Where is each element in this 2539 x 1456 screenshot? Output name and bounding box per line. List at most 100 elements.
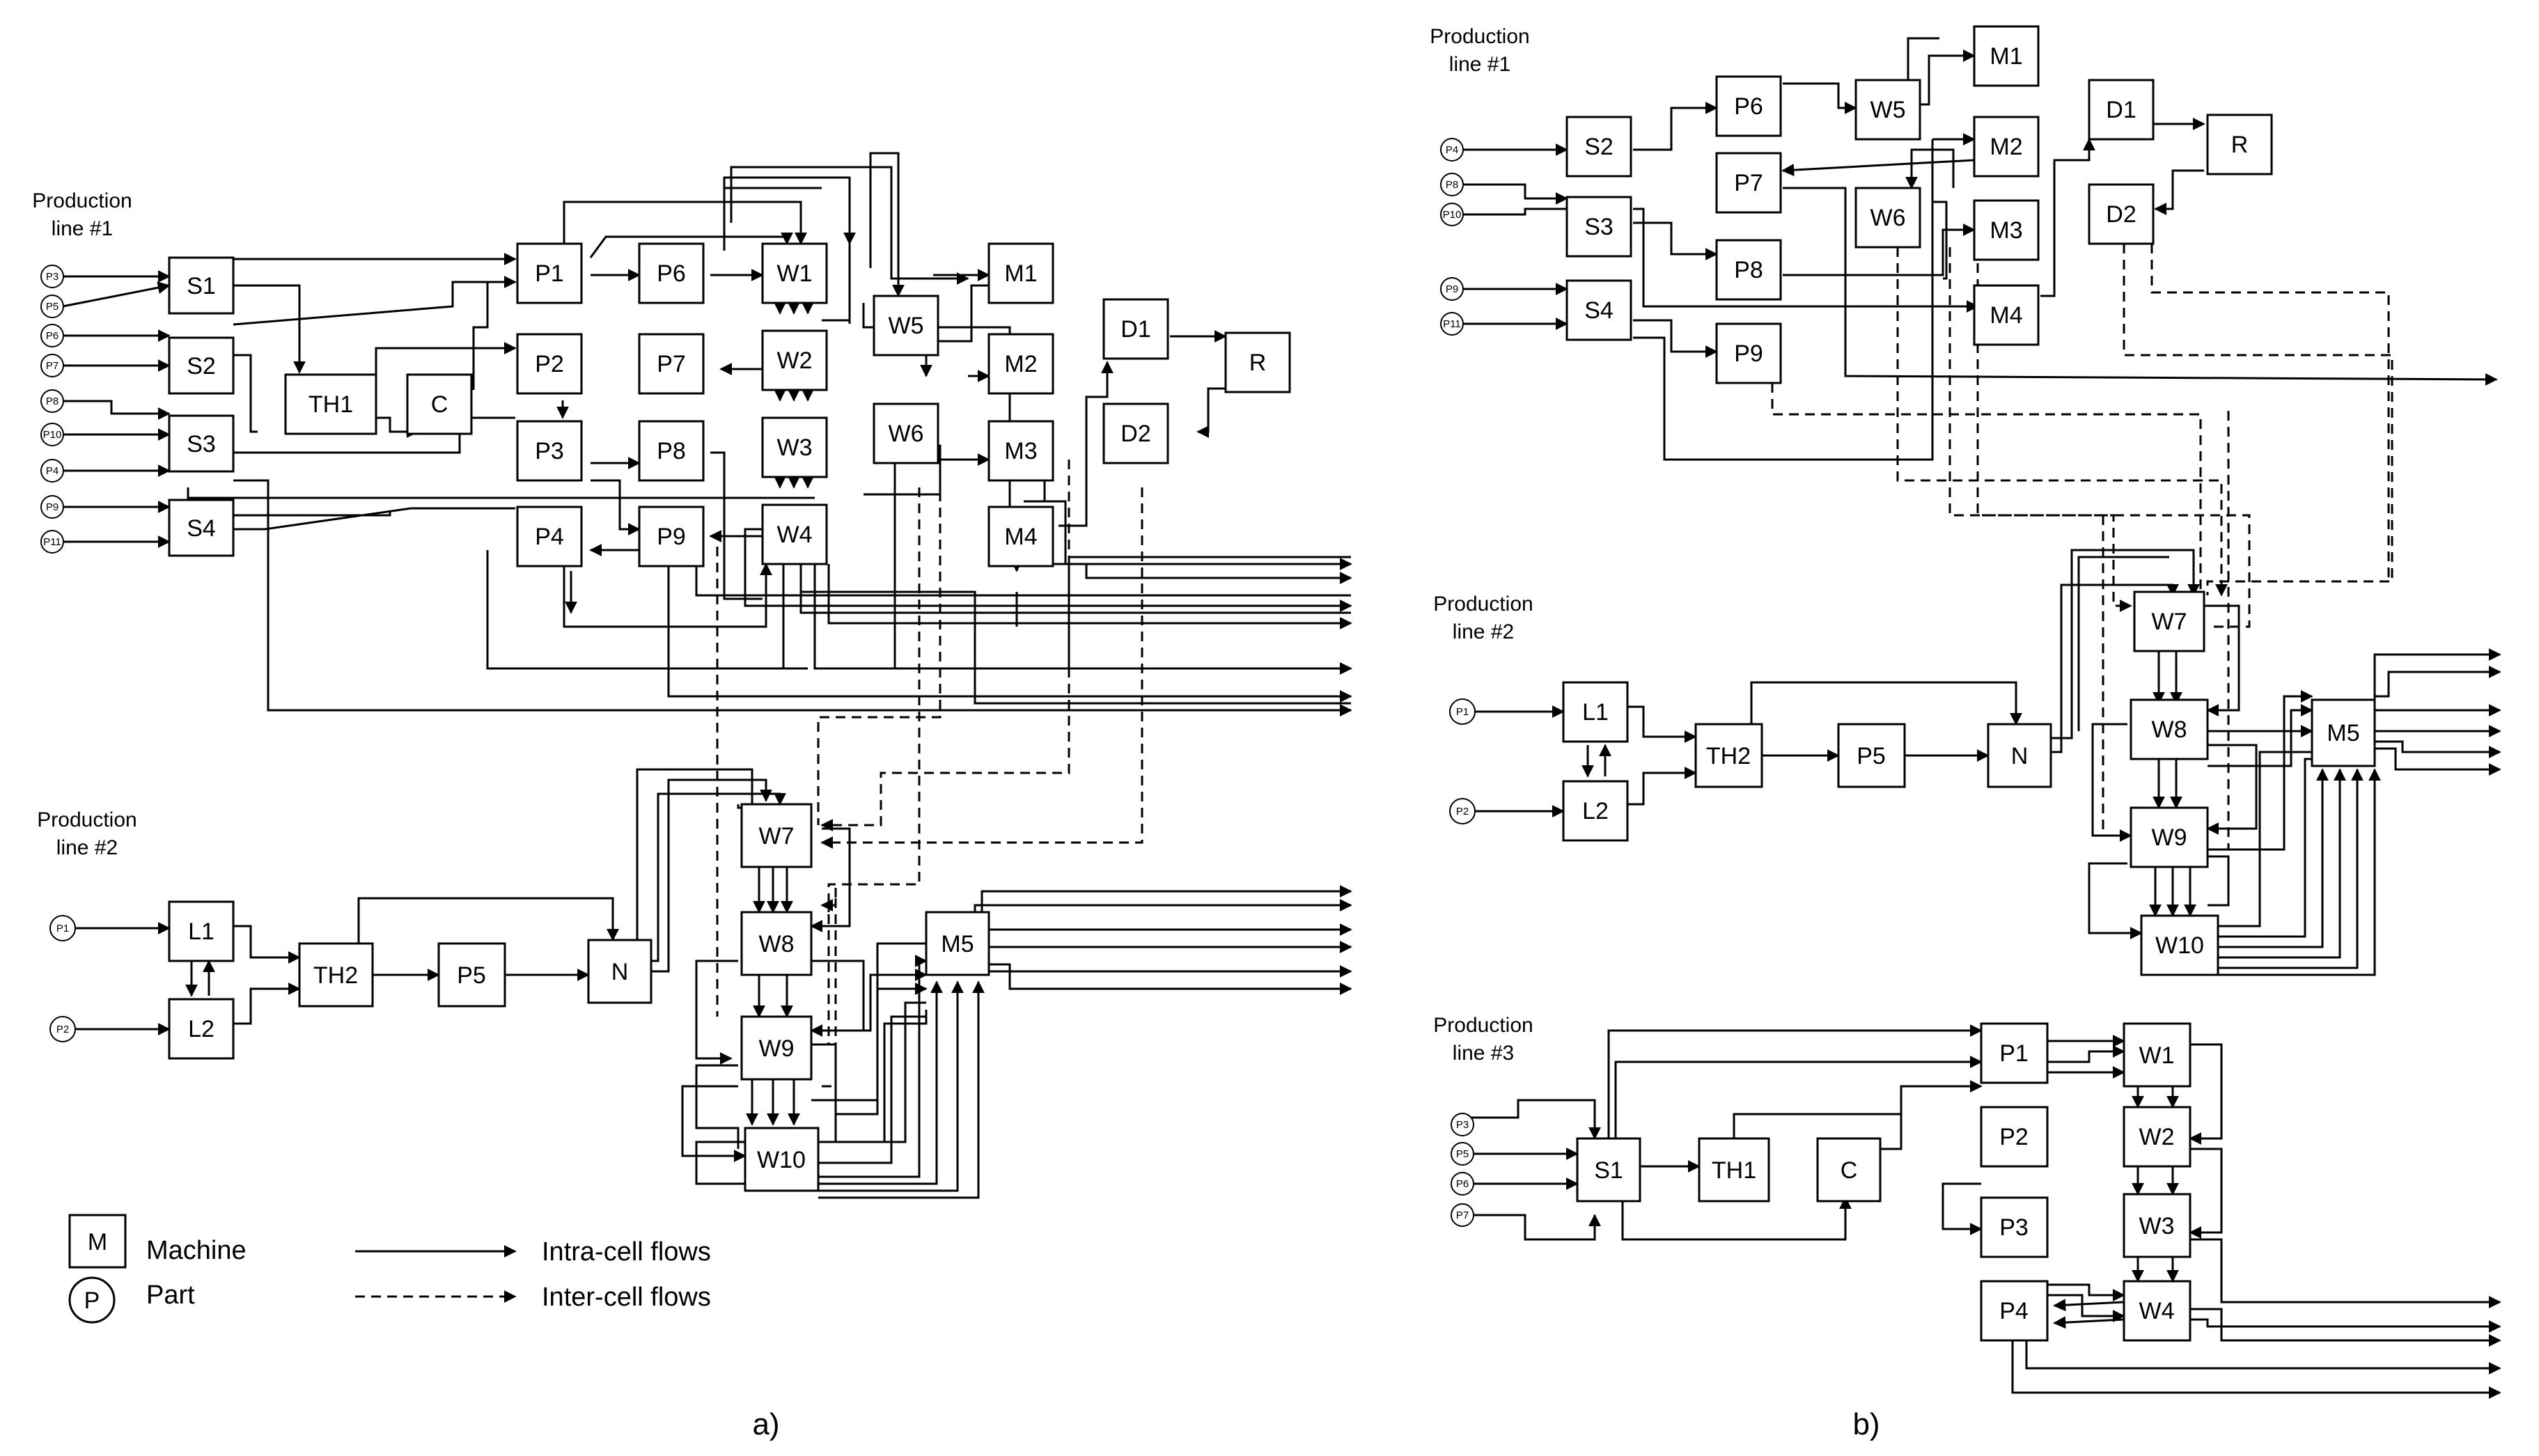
svg-text:P2: P2	[1999, 1124, 2029, 1150]
machine-b-M4	[1973, 284, 2040, 346]
panel-a-intra-cell-flows	[62, 152, 1352, 1199]
legend-part-circle	[68, 1276, 116, 1324]
machine-a-W9	[740, 1015, 813, 1081]
machine-a-P4	[516, 506, 583, 567]
machine-a-C	[406, 373, 473, 435]
svg-text:P9: P9	[1446, 283, 1458, 295]
panel-b-inter-cell-flows	[1771, 244, 2393, 850]
svg-text:S3: S3	[1584, 214, 1614, 240]
svg-text:P4: P4	[1999, 1298, 2029, 1324]
panel-b-line3-title: Production line #3	[1433, 1014, 1533, 1065]
legend: M Machine P Part Intra-cell flows Inter-…	[68, 1214, 711, 1324]
panel-b-line1-title: Production line #1	[1430, 25, 1529, 76]
svg-text:P3: P3	[46, 271, 58, 283]
svg-text:P8: P8	[1446, 179, 1458, 191]
svg-text:W7: W7	[759, 823, 795, 850]
svg-text:W9: W9	[2152, 824, 2187, 851]
svg-text:P6: P6	[657, 260, 686, 287]
svg-text:Production: Production	[32, 189, 132, 212]
svg-text:M2: M2	[1990, 134, 2022, 160]
panel-a-caption: a)	[752, 1407, 779, 1441]
svg-text:TH2: TH2	[313, 962, 358, 989]
machine-b-M2	[1973, 116, 2040, 178]
machine-a-W2	[761, 329, 828, 391]
machine-b-M1	[1973, 25, 2040, 87]
svg-text:M3: M3	[1990, 217, 2022, 244]
svg-text:M5: M5	[941, 931, 974, 957]
machine-b-D1	[2088, 79, 2155, 141]
svg-text:TH2: TH2	[1706, 743, 1751, 769]
machine-b-P4	[1980, 1280, 2049, 1342]
svg-text:P5: P5	[1857, 743, 1886, 769]
machine-b-W6	[1854, 187, 1921, 249]
svg-text:P9: P9	[657, 524, 686, 550]
svg-text:Production: Production	[1433, 1014, 1533, 1037]
panel-a-machine-labels: S1 S2 S3 S4 TH1 C P1 P2 P3 P4 P6 P7 P8 P…	[187, 260, 1266, 1173]
svg-text:W6: W6	[1870, 205, 1906, 231]
machine-b-P7	[1715, 152, 1782, 214]
svg-text:P1: P1	[1456, 706, 1469, 718]
machine-b-S1	[1576, 1137, 1641, 1203]
svg-text:S1: S1	[1594, 1157, 1623, 1184]
machine-b-L1	[1562, 681, 1629, 743]
machine-b-W9	[2130, 806, 2209, 868]
svg-text:M: M	[88, 1229, 107, 1255]
machine-b-W5	[1854, 79, 1921, 141]
machine-a-P5	[437, 942, 506, 1008]
machine-a-W1	[761, 242, 828, 304]
machine-b-W7	[2133, 590, 2205, 652]
machine-b-S4	[1565, 279, 1632, 341]
svg-text:W10: W10	[2155, 932, 2204, 959]
legend-part-label: Part	[146, 1281, 195, 1310]
svg-text:L2: L2	[188, 1016, 214, 1042]
svg-text:M4: M4	[1004, 524, 1037, 550]
svg-text:P7: P7	[1456, 1210, 1469, 1221]
svg-text:L1: L1	[188, 918, 214, 945]
svg-text:M2: M2	[1004, 351, 1037, 377]
svg-text:P9: P9	[1734, 340, 1763, 367]
svg-text:P3: P3	[1456, 1119, 1469, 1131]
svg-text:line #2: line #2	[1453, 620, 1514, 643]
machine-a-M4	[987, 506, 1054, 567]
machine-b-S2	[1565, 116, 1632, 178]
machine-b-TH1	[1698, 1137, 1770, 1203]
svg-text:P7: P7	[1734, 170, 1763, 196]
machine-b-P6	[1715, 75, 1782, 137]
machine-a-W10	[744, 1127, 820, 1192]
svg-text:TH1: TH1	[308, 391, 353, 418]
svg-text:C: C	[1841, 1157, 1858, 1184]
svg-text:M4: M4	[1990, 302, 2022, 329]
panel-b-machine-labels: S2 S3 S4 P6 P7 P8 P9 W5 W6 M1 M2 M3 M4 D…	[1582, 43, 2360, 1324]
machine-a-S4	[168, 499, 235, 557]
machine-a-TH2	[298, 942, 374, 1008]
svg-text:Production: Production	[1430, 25, 1529, 48]
machine-b-C	[1816, 1137, 1882, 1203]
svg-text:P6: P6	[46, 330, 58, 342]
machine-a-P9	[638, 506, 705, 567]
svg-text:W2: W2	[2139, 1124, 2175, 1150]
panel-a-line2-title: Production line #2	[37, 808, 136, 859]
machine-a-W6	[873, 402, 939, 464]
svg-text:S3: S3	[187, 431, 216, 457]
machine-a-D2	[1102, 402, 1169, 464]
svg-text:W5: W5	[1870, 97, 1906, 123]
svg-text:W7: W7	[2152, 609, 2187, 635]
svg-text:P9: P9	[46, 501, 58, 513]
machine-b-P3	[1980, 1196, 2049, 1258]
machine-a-S2	[168, 336, 235, 395]
svg-text:M1: M1	[1004, 260, 1037, 287]
svg-text:W5: W5	[889, 313, 924, 339]
svg-text:Production: Production	[1433, 593, 1533, 616]
machine-a-P8	[638, 420, 705, 482]
machine-a-W3	[761, 416, 828, 478]
machine-b-L2	[1562, 780, 1629, 842]
svg-text:P5: P5	[457, 962, 486, 989]
machine-b-TH2	[1694, 723, 1763, 788]
machine-a-P3	[516, 420, 583, 482]
machine-b-W1	[2123, 1022, 2192, 1088]
svg-text:P10: P10	[43, 429, 62, 441]
svg-text:line #2: line #2	[56, 836, 118, 859]
svg-text:R: R	[2231, 132, 2249, 158]
legend-intra-label: Intra-cell flows	[542, 1237, 711, 1267]
svg-text:D2: D2	[2106, 201, 2136, 228]
